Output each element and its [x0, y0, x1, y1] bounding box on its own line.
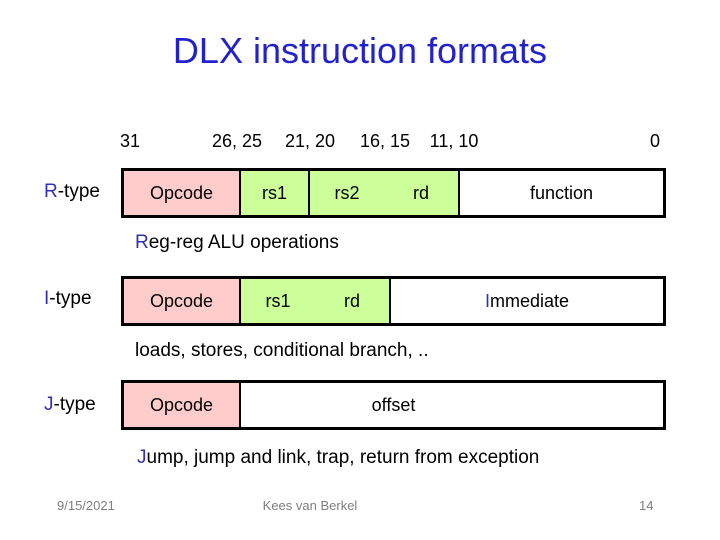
row-label-j-type-first-letter: J: [44, 394, 54, 415]
bit-label-31: 31: [120, 131, 141, 151]
i-type-field-rs1-rd: rs1 rd: [241, 279, 391, 323]
bit-label-11-10: 11, 10: [429, 131, 479, 151]
row-label-r-type: R-type: [44, 181, 100, 203]
caption-r-type-rest: eg-reg ALU operations: [148, 232, 339, 253]
r-type-field-rd: rd: [412, 183, 429, 203]
j-type-format-box: Opcode offset: [121, 380, 666, 430]
bit-label-21-20: 21, 20: [284, 131, 336, 151]
row-label-j-type: J-type: [44, 394, 96, 416]
row-label-i-type: I-type: [44, 288, 92, 310]
i-type-field-rd: rd: [343, 291, 360, 311]
i-type-field-rs1: rs1: [265, 291, 291, 311]
i-type-format-box: Opcode rs1 rd Immediate: [121, 276, 666, 326]
row-label-j-type-rest: -type: [53, 394, 96, 415]
r-type-format-box: Opcode rs1 rs2 rd function: [121, 168, 666, 218]
bit-label-16-15: 16, 15: [359, 131, 411, 151]
footer-author: Kees van Berkel: [262, 498, 358, 513]
caption-i-type: loads, stores, conditional branch, ..: [135, 340, 429, 361]
caption-j-type-first-letter: J: [137, 447, 147, 468]
i-type-field-immediate: Immediate: [391, 279, 663, 323]
r-type-field-rs2-rd: rs2 rd: [310, 171, 460, 215]
bit-label-0: 0: [650, 131, 661, 151]
r-type-field-rs2: rs2: [334, 183, 360, 203]
j-type-field-opcode: Opcode: [124, 383, 241, 427]
row-label-i-type-rest: -type: [49, 288, 92, 309]
i-type-field-opcode: Opcode: [124, 279, 241, 323]
slide-title: DLX instruction formats: [172, 30, 548, 71]
i-type-field-immediate-first-letter: I: [484, 291, 490, 311]
caption-j-type-rest: ump, jump and link, trap, return from ex…: [146, 447, 540, 468]
r-type-field-function: function: [529, 183, 594, 203]
r-type-field-opcode: Opcode: [124, 171, 241, 215]
footer-page-number: 14: [639, 498, 654, 513]
row-label-r-type-rest: -type: [57, 181, 100, 202]
footer-date: 9/15/2021: [57, 498, 115, 513]
bit-label-26-25: 26, 25: [211, 131, 263, 151]
r-type-field-rs1: rs1: [241, 171, 310, 215]
i-type-field-immediate-rest: mmediate: [489, 291, 570, 311]
row-label-r-type-first-letter: R: [44, 181, 58, 202]
caption-j-type: Jump, jump and link, trap, return from e…: [137, 447, 539, 469]
row-label-i-type-first-letter: I: [44, 288, 50, 309]
j-type-field-offset: offset: [371, 395, 416, 415]
caption-r-type-first-letter: R: [135, 232, 149, 253]
caption-r-type: Reg-reg ALU operations: [135, 232, 339, 254]
